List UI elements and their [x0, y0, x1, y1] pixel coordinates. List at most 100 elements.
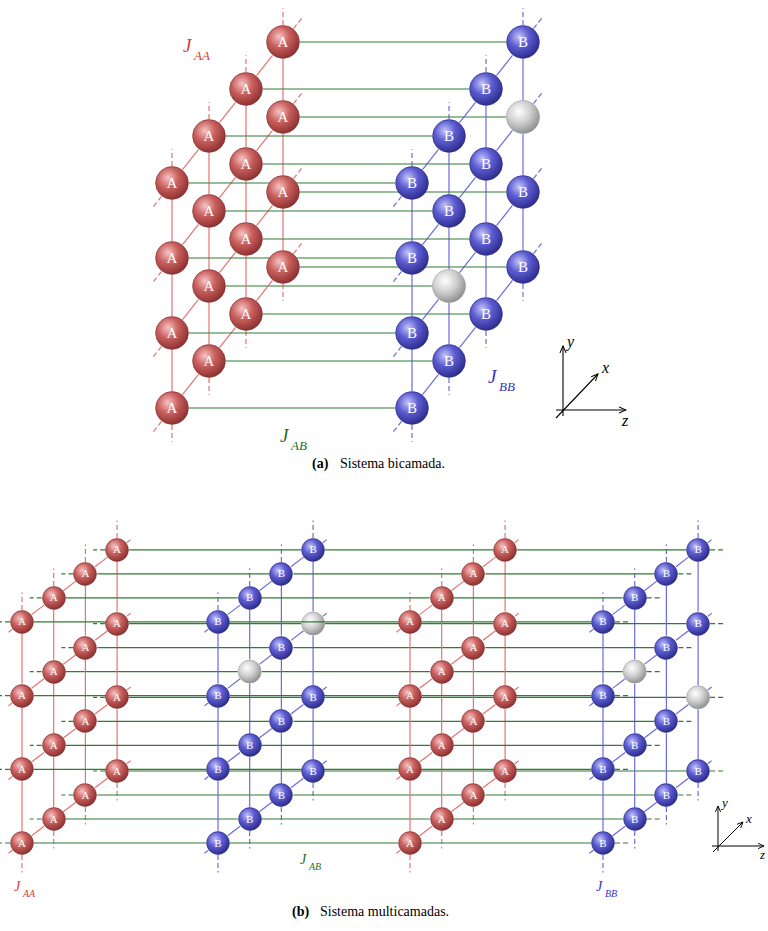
bond-line: [454, 818, 623, 819]
bond-line: [409, 708, 410, 758]
bond-line: [226, 360, 432, 361]
atom-sphere: A: [105, 612, 129, 636]
sphere-fill: [11, 832, 34, 855]
atom-sphere: A: [73, 636, 97, 660]
atom-sphere: A: [430, 660, 454, 684]
bond-line: [53, 610, 54, 660]
bond-line: [171, 275, 172, 316]
atom-sphere: A: [493, 612, 517, 636]
atom-letter: A: [81, 642, 89, 653]
atom-sphere: B: [623, 807, 647, 831]
sphere-fill: [267, 101, 300, 134]
bond-line: [32, 605, 45, 615]
atom-letter: B: [407, 401, 417, 416]
sphere-fill: [193, 195, 226, 228]
lattice-line: [249, 684, 250, 734]
atom-letter: A: [167, 326, 178, 341]
bond-line: [411, 275, 412, 316]
bond-line: [217, 781, 218, 831]
lattice-line: [710, 549, 724, 550]
lattice-line: [249, 831, 250, 848]
atom-sphere: A: [461, 562, 485, 586]
coupling-symbol: J: [183, 36, 191, 55]
atom-sphere: B: [395, 391, 429, 425]
coupling-subscript: AB: [291, 439, 307, 452]
sphere-fill: [106, 538, 129, 561]
bond-line: [262, 818, 430, 819]
atom-sphere: A: [461, 709, 485, 733]
sphere-fill: [42, 734, 65, 757]
lattice-line: [313, 520, 314, 537]
bond-line: [32, 753, 45, 763]
atom-letter: B: [278, 790, 285, 801]
atom-sphere: A: [73, 783, 97, 807]
coupling-subscript: BB: [605, 889, 617, 899]
bond-line: [129, 549, 301, 550]
atom-sphere: A: [155, 391, 189, 425]
bond-line: [53, 757, 54, 807]
sphere-fill: [399, 684, 422, 707]
lattice-line: [21, 855, 22, 872]
coupling-subscript: BB: [499, 380, 515, 393]
atom-letter: A: [278, 35, 289, 50]
lattice-line: [697, 520, 698, 537]
atom-letter: B: [481, 157, 491, 172]
bond-line: [504, 709, 505, 759]
bond-line: [281, 733, 282, 783]
bond-line: [63, 655, 76, 665]
sphere-fill: [430, 734, 453, 757]
sphere-fill: [230, 73, 263, 106]
sphere-fill: [623, 586, 646, 609]
bond-line: [293, 573, 461, 574]
lattice-line: [6, 850, 12, 855]
bond-line: [63, 581, 76, 591]
bond-line: [257, 205, 273, 225]
lattice-line: [515, 685, 521, 690]
atom-letter: A: [204, 354, 215, 369]
sphere-fill: [396, 392, 429, 425]
atom-letter: A: [81, 790, 89, 801]
atom-letter: A: [204, 204, 215, 219]
atom-letter: B: [481, 82, 491, 97]
bond-line: [644, 802, 657, 812]
lattice-line: [152, 421, 162, 433]
lattice-line: [61, 647, 73, 648]
atom-letter: A: [81, 716, 89, 727]
lattice-line: [602, 855, 603, 872]
lattice-line: [21, 592, 22, 609]
lattice-line: [613, 679, 626, 689]
sphere-fill: [494, 686, 517, 709]
lattice-line: [394, 850, 400, 855]
atom-sphere: A: [266, 250, 300, 284]
bond-line: [95, 557, 108, 567]
bond-line: [183, 374, 199, 394]
atom-sphere: A: [430, 733, 454, 757]
bond-line: [183, 149, 199, 169]
lattice-line: [647, 818, 661, 819]
atom-sphere: B: [469, 72, 503, 106]
sphere-fill: [470, 148, 503, 181]
lattice-line: [647, 745, 661, 746]
bond-line: [451, 581, 464, 591]
atom-sphere: A: [493, 685, 517, 709]
bond-line: [483, 631, 496, 641]
lattice-line: [116, 783, 117, 800]
bond-line: [21, 781, 22, 831]
lattice-lines: [0, 8, 724, 872]
atom-sphere: B: [654, 709, 678, 733]
atom-sphere: A: [42, 807, 66, 831]
lattice-line: [587, 850, 593, 855]
atom-sphere: A: [192, 119, 226, 153]
atom-letter: B: [599, 690, 606, 701]
atom-letter: A: [167, 251, 178, 266]
bond-line: [263, 163, 469, 164]
lattice-line: [245, 55, 246, 72]
bond-line: [451, 729, 464, 739]
bond-line: [245, 256, 246, 297]
atom-letter: B: [631, 592, 638, 603]
sphere-fill: [106, 686, 129, 709]
atom-letter: A: [241, 157, 252, 172]
lattice-line: [587, 703, 593, 708]
atom-sphere: B: [591, 684, 615, 708]
vacancy-sphere: [238, 660, 261, 683]
